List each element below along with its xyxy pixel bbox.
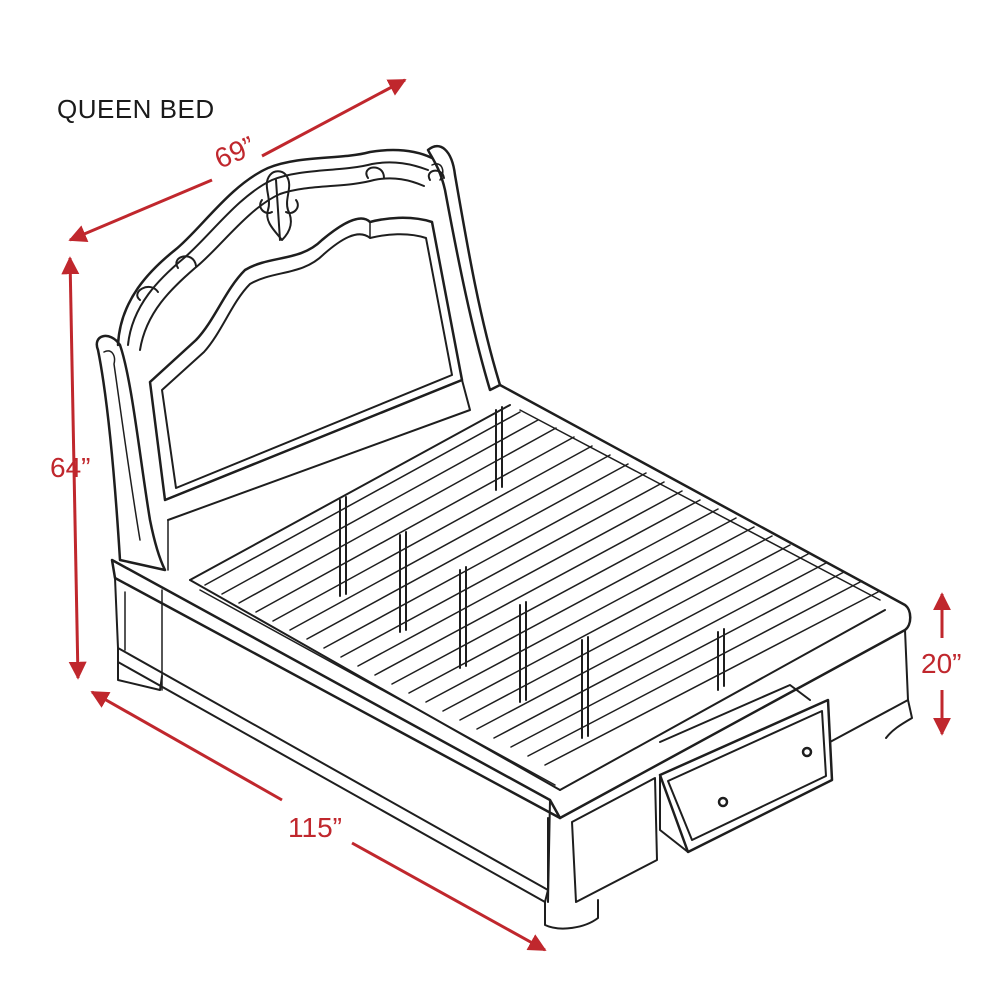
length-dimension-label: 115” bbox=[288, 812, 342, 843]
width-arrow-left bbox=[68, 178, 213, 242]
dimension-arrows bbox=[61, 78, 951, 952]
length-arrow-left bbox=[90, 690, 283, 802]
height-dimension-label: 64” bbox=[50, 452, 91, 483]
slats bbox=[204, 411, 879, 766]
width-arrow-right bbox=[261, 78, 407, 158]
rail-height-dimension-label: 20” bbox=[921, 648, 962, 679]
length-arrow-right bbox=[351, 841, 547, 952]
headboard-carving bbox=[259, 170, 299, 241]
headboard-crown bbox=[116, 148, 434, 347]
bed-title: QUEEN BED bbox=[57, 94, 215, 124]
headboard-left-post bbox=[95, 334, 167, 572]
bed-outline bbox=[95, 144, 913, 930]
height-arrow bbox=[61, 256, 87, 680]
headboard-panel bbox=[148, 216, 464, 502]
foot-front-right bbox=[544, 899, 599, 930]
support-legs bbox=[339, 406, 725, 739]
storage-drawer bbox=[658, 684, 834, 854]
headboard-right-post bbox=[426, 144, 502, 392]
foot-front-left bbox=[117, 661, 163, 691]
front-rail bbox=[110, 558, 562, 820]
side-rail bbox=[498, 383, 912, 820]
